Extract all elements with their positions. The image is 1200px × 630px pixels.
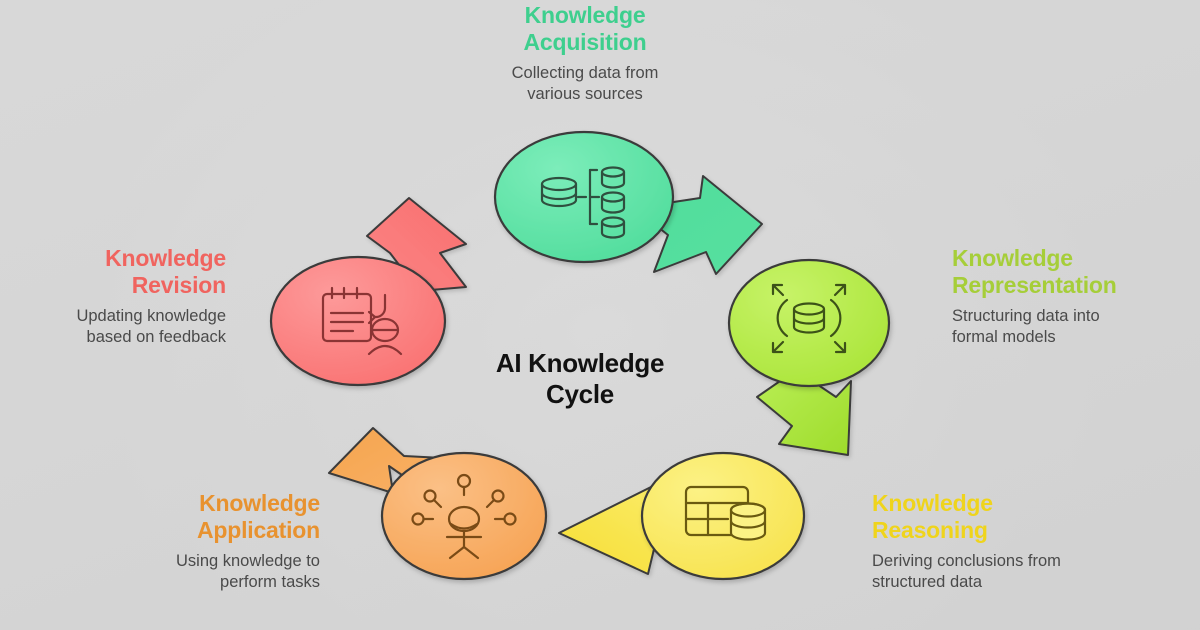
notepad-refresh-icon: [321, 286, 403, 356]
label-representation: Knowledge Representation Structuring dat…: [952, 245, 1196, 348]
label-acquisition: Knowledge Acquisition Collecting data fr…: [430, 2, 740, 105]
label-application-description: Using knowledge to perform tasks: [175, 552, 320, 591]
label-reasoning: Knowledge Reasoning Deriving conclusions…: [872, 490, 1142, 593]
label-representation-title: Knowledge Representation: [952, 245, 1117, 298]
table-database-icon: [684, 485, 767, 541]
label-reasoning-title: Knowledge Reasoning: [872, 490, 993, 543]
label-acquisition-title: Knowledge Acquisition: [523, 2, 647, 55]
label-revision: Knowledge Revision Updating knowledge ba…: [14, 245, 226, 348]
label-representation-description: Structuring data into formal models: [952, 307, 1100, 346]
label-reasoning-description: Deriving conclusions from structured dat…: [872, 552, 1061, 591]
label-acquisition-description: Collecting data from various sources: [511, 64, 659, 103]
label-application-title: Knowledge Application: [196, 490, 320, 543]
page-title: AI Knowledge Cycle: [495, 348, 665, 409]
label-application: Knowledge Application Using knowledge to…: [60, 490, 320, 593]
arrow-acquisition-to-representation: [633, 175, 763, 275]
node-application[interactable]: [380, 451, 548, 581]
label-revision-description: Updating knowledge based on feedback: [76, 307, 226, 346]
label-revision-title: Knowledge Revision: [105, 245, 226, 298]
database-expand-icon: [771, 283, 847, 354]
node-reasoning[interactable]: [640, 451, 806, 581]
arrow-representation-to-reasoning: [756, 369, 852, 456]
database-hierarchy-icon: [540, 166, 626, 239]
person-ideas-icon: [411, 473, 517, 560]
